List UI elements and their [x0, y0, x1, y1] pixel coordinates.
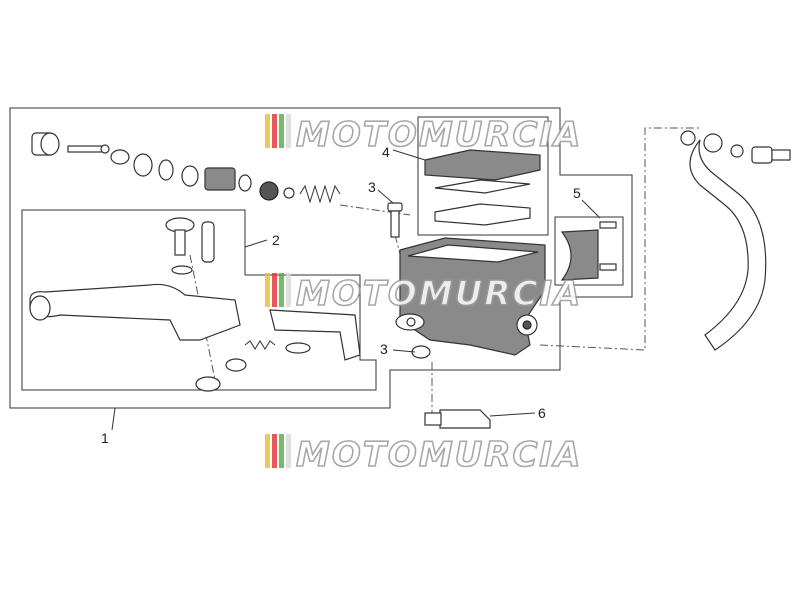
group-1-frame: [9, 107, 633, 409]
callout-leaders: [111, 149, 601, 431]
callout-6: 6: [538, 405, 546, 421]
watermark-stripe-1: [265, 273, 270, 307]
reservoir-cover-box: [417, 116, 549, 236]
watermark-text-middle: MOTOMURCIA: [296, 274, 582, 314]
brake-lever: [29, 283, 361, 361]
watermark-text-top: MOTOMURCIA: [296, 115, 582, 155]
master-cylinder-body: [395, 237, 546, 356]
callout-2: 2: [272, 232, 280, 248]
watermark-stripe-2: [272, 114, 277, 148]
watermark-stripe-2: [272, 273, 277, 307]
watermark-stripe-1: [265, 434, 270, 468]
lever-subframe: [21, 209, 377, 391]
watermark-stripe-3: [279, 273, 284, 307]
watermark-stripe-1: [265, 114, 270, 148]
clamp-box: [554, 216, 624, 286]
piston-parts-row: [31, 132, 341, 204]
watermark-stripe-2: [272, 434, 277, 468]
watermark-stripe-4: [286, 273, 291, 307]
callout-4: 4: [382, 144, 390, 160]
watermark-middle: MOTOMURCIA: [265, 273, 582, 315]
callout-1: 1: [101, 430, 109, 446]
brake-light-switch: [424, 409, 491, 429]
watermark-stripe-4: [286, 434, 291, 468]
assembly-line-hose: [539, 127, 700, 351]
watermark-stripe-3: [279, 434, 284, 468]
watermark-bottom: MOTOMURCIA: [265, 434, 582, 476]
callout-5: 5: [573, 185, 581, 201]
brake-hose: [680, 130, 791, 351]
assembly-line-pin: [189, 254, 216, 381]
handlebar-clamp: [560, 221, 617, 281]
pivot-parts: [165, 217, 311, 392]
watermark-top: MOTOMURCIA: [265, 114, 582, 156]
watermark-stripe-3: [279, 114, 284, 148]
assembly-line-piston: [339, 204, 411, 216]
callout-3-bottom: 3: [380, 341, 388, 357]
watermark-stripe-4: [286, 114, 291, 148]
watermark-text-bottom: MOTOMURCIA: [296, 435, 582, 475]
callout-3-top: 3: [368, 179, 376, 195]
reservoir-cover-parts: [424, 149, 541, 226]
screw-top: [387, 202, 403, 238]
